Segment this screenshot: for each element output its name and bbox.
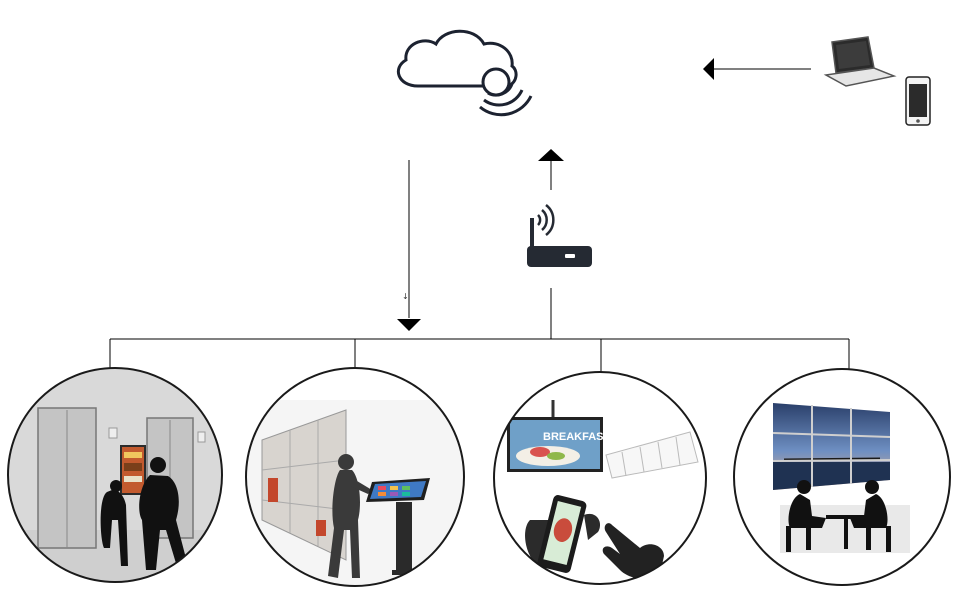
wifi-router-icon [527,204,592,267]
handheld-phone [525,495,601,573]
video-wall-meeting-scene [733,368,951,586]
cloud-to-scenes-arrow: ↓ [397,160,421,331]
distribution-bus [109,338,850,372]
pointing-hand-icon [602,523,664,579]
menu-cards [605,431,699,479]
line-annotation: ↓ [402,292,409,301]
elevator-display-scene [7,367,223,583]
laptop-icon [823,36,897,87]
mobile-menu-scene: BREAKFAST [493,371,707,585]
menu-screen-title: BREAKFAST [543,431,611,443]
touch-kiosk-scene [245,367,465,587]
cloud-wifi-icon [396,29,533,117]
smartphone-icon [905,76,931,126]
router-to-cloud-arrow [538,149,564,190]
laptop-to-cloud-arrow [703,58,811,80]
